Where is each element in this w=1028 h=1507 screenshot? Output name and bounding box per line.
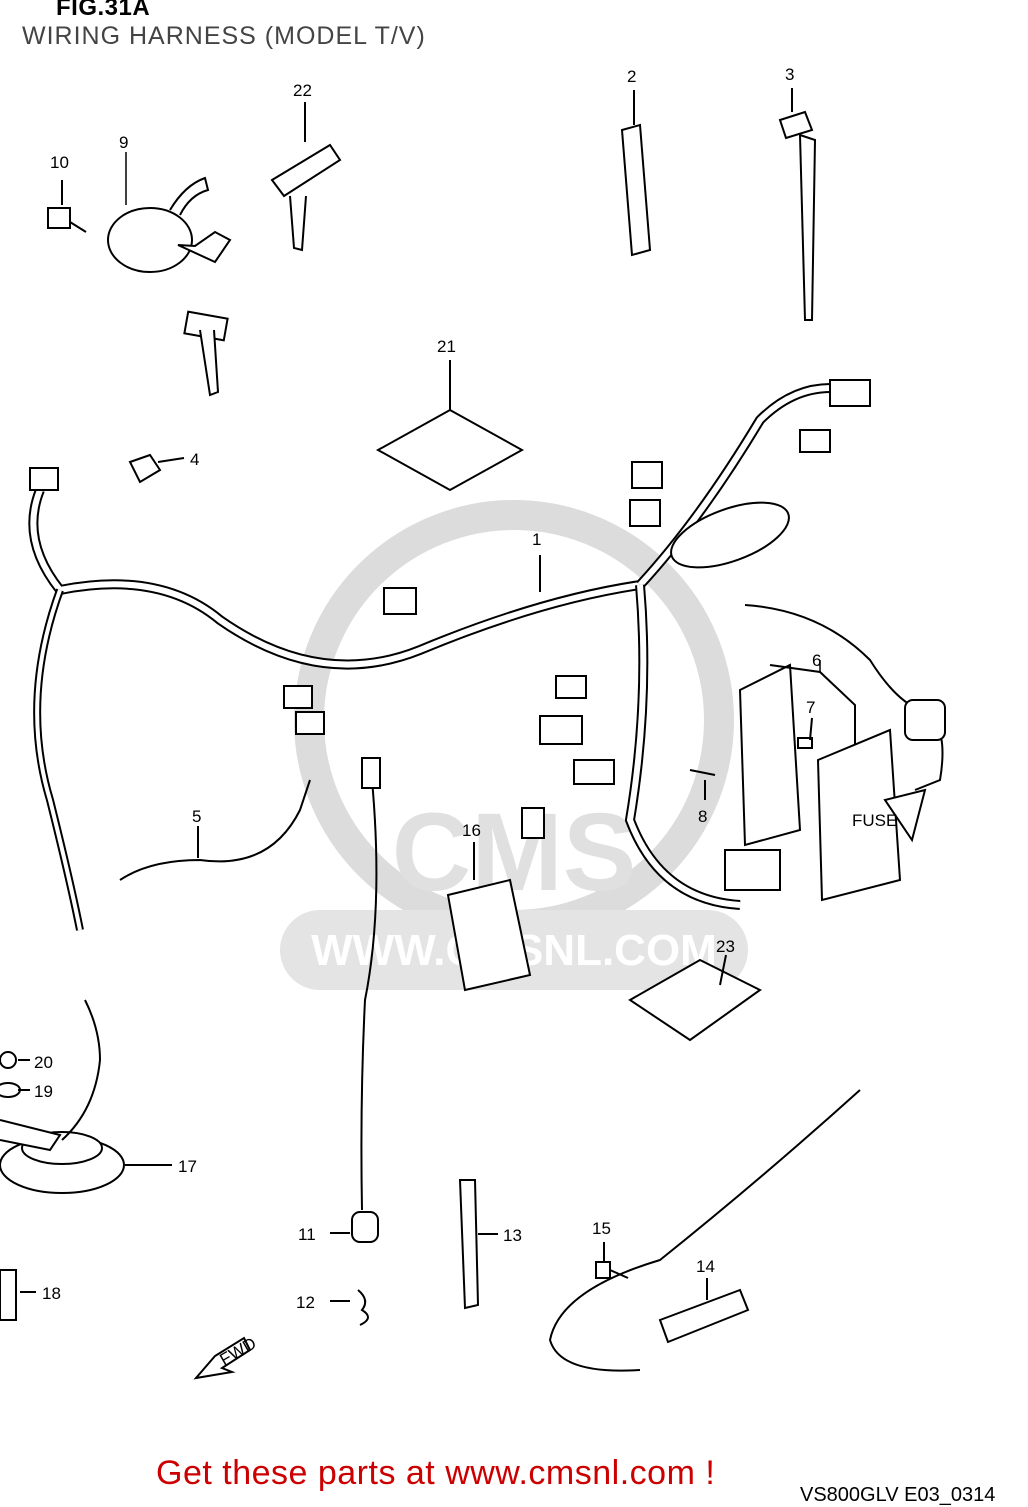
- fuse-box-label: FUSE: [852, 811, 897, 830]
- main-harness-part: [28, 379, 871, 931]
- strap-part: [620, 90, 652, 257]
- callout-15: 15: [592, 1219, 611, 1238]
- callout-21: 21: [437, 337, 456, 356]
- horn-part: [0, 999, 172, 1321]
- callout-22: 22: [293, 81, 312, 100]
- callout-8: 8: [698, 807, 707, 826]
- callout-4: 4: [190, 450, 199, 469]
- callouts: 1 2 3 4 5 6 7 8 9 10 11 12 13 14 15 16 1…: [34, 65, 821, 1312]
- bracket-13-part: [458, 1179, 498, 1310]
- ignition-switch-part: [107, 176, 232, 397]
- clamp-tie-part: [778, 88, 817, 321]
- sensor-14-part: [548, 1089, 861, 1372]
- callout-10: 10: [50, 153, 69, 172]
- callout-18: 18: [42, 1284, 61, 1303]
- cmsnl-parts-link[interactable]: Get these parts at www.cmsnl.com !: [156, 1454, 716, 1492]
- figure-subtitle: WIRING HARNESS (MODEL T/V): [22, 22, 426, 50]
- key-part: [270, 102, 342, 252]
- bolt-10-part: [47, 180, 87, 233]
- leader-lines: [125, 152, 821, 672]
- callout-23: 23: [716, 937, 735, 956]
- callout-20: 20: [34, 1053, 53, 1072]
- sheet-23-part: [628, 954, 762, 1042]
- fuse-box-part: FUSE: [689, 604, 946, 902]
- callout-12: 12: [296, 1293, 315, 1312]
- callout-1: 1: [532, 530, 541, 549]
- watermark-logo-text: CMS: [392, 791, 636, 914]
- callout-5: 5: [192, 807, 201, 826]
- fwd-arrow-label: FWD: [217, 1334, 260, 1370]
- callout-6: 6: [812, 651, 821, 670]
- callout-17: 17: [178, 1157, 197, 1176]
- callout-7: 7: [806, 698, 815, 717]
- callout-19: 19: [34, 1082, 53, 1101]
- drawing-code: VS800GLV E03_0314: [800, 1484, 996, 1506]
- callout-11: 11: [298, 1225, 316, 1244]
- figure-title: FIG.31A: [56, 0, 151, 21]
- clip-4-part: [128, 453, 185, 484]
- callout-16: 16: [462, 821, 481, 840]
- fwd-arrow: FWD: [193, 1334, 260, 1380]
- callout-13: 13: [503, 1226, 522, 1245]
- callout-14: 14: [696, 1257, 715, 1276]
- relay-part: [446, 842, 532, 992]
- label-sheet-21-part: [375, 360, 525, 492]
- switch-lead-part: [330, 757, 381, 1326]
- lead-wire-5-part: [119, 779, 311, 881]
- callout-9: 9: [119, 133, 128, 152]
- callout-2: 2: [627, 67, 636, 86]
- callout-3: 3: [785, 65, 794, 84]
